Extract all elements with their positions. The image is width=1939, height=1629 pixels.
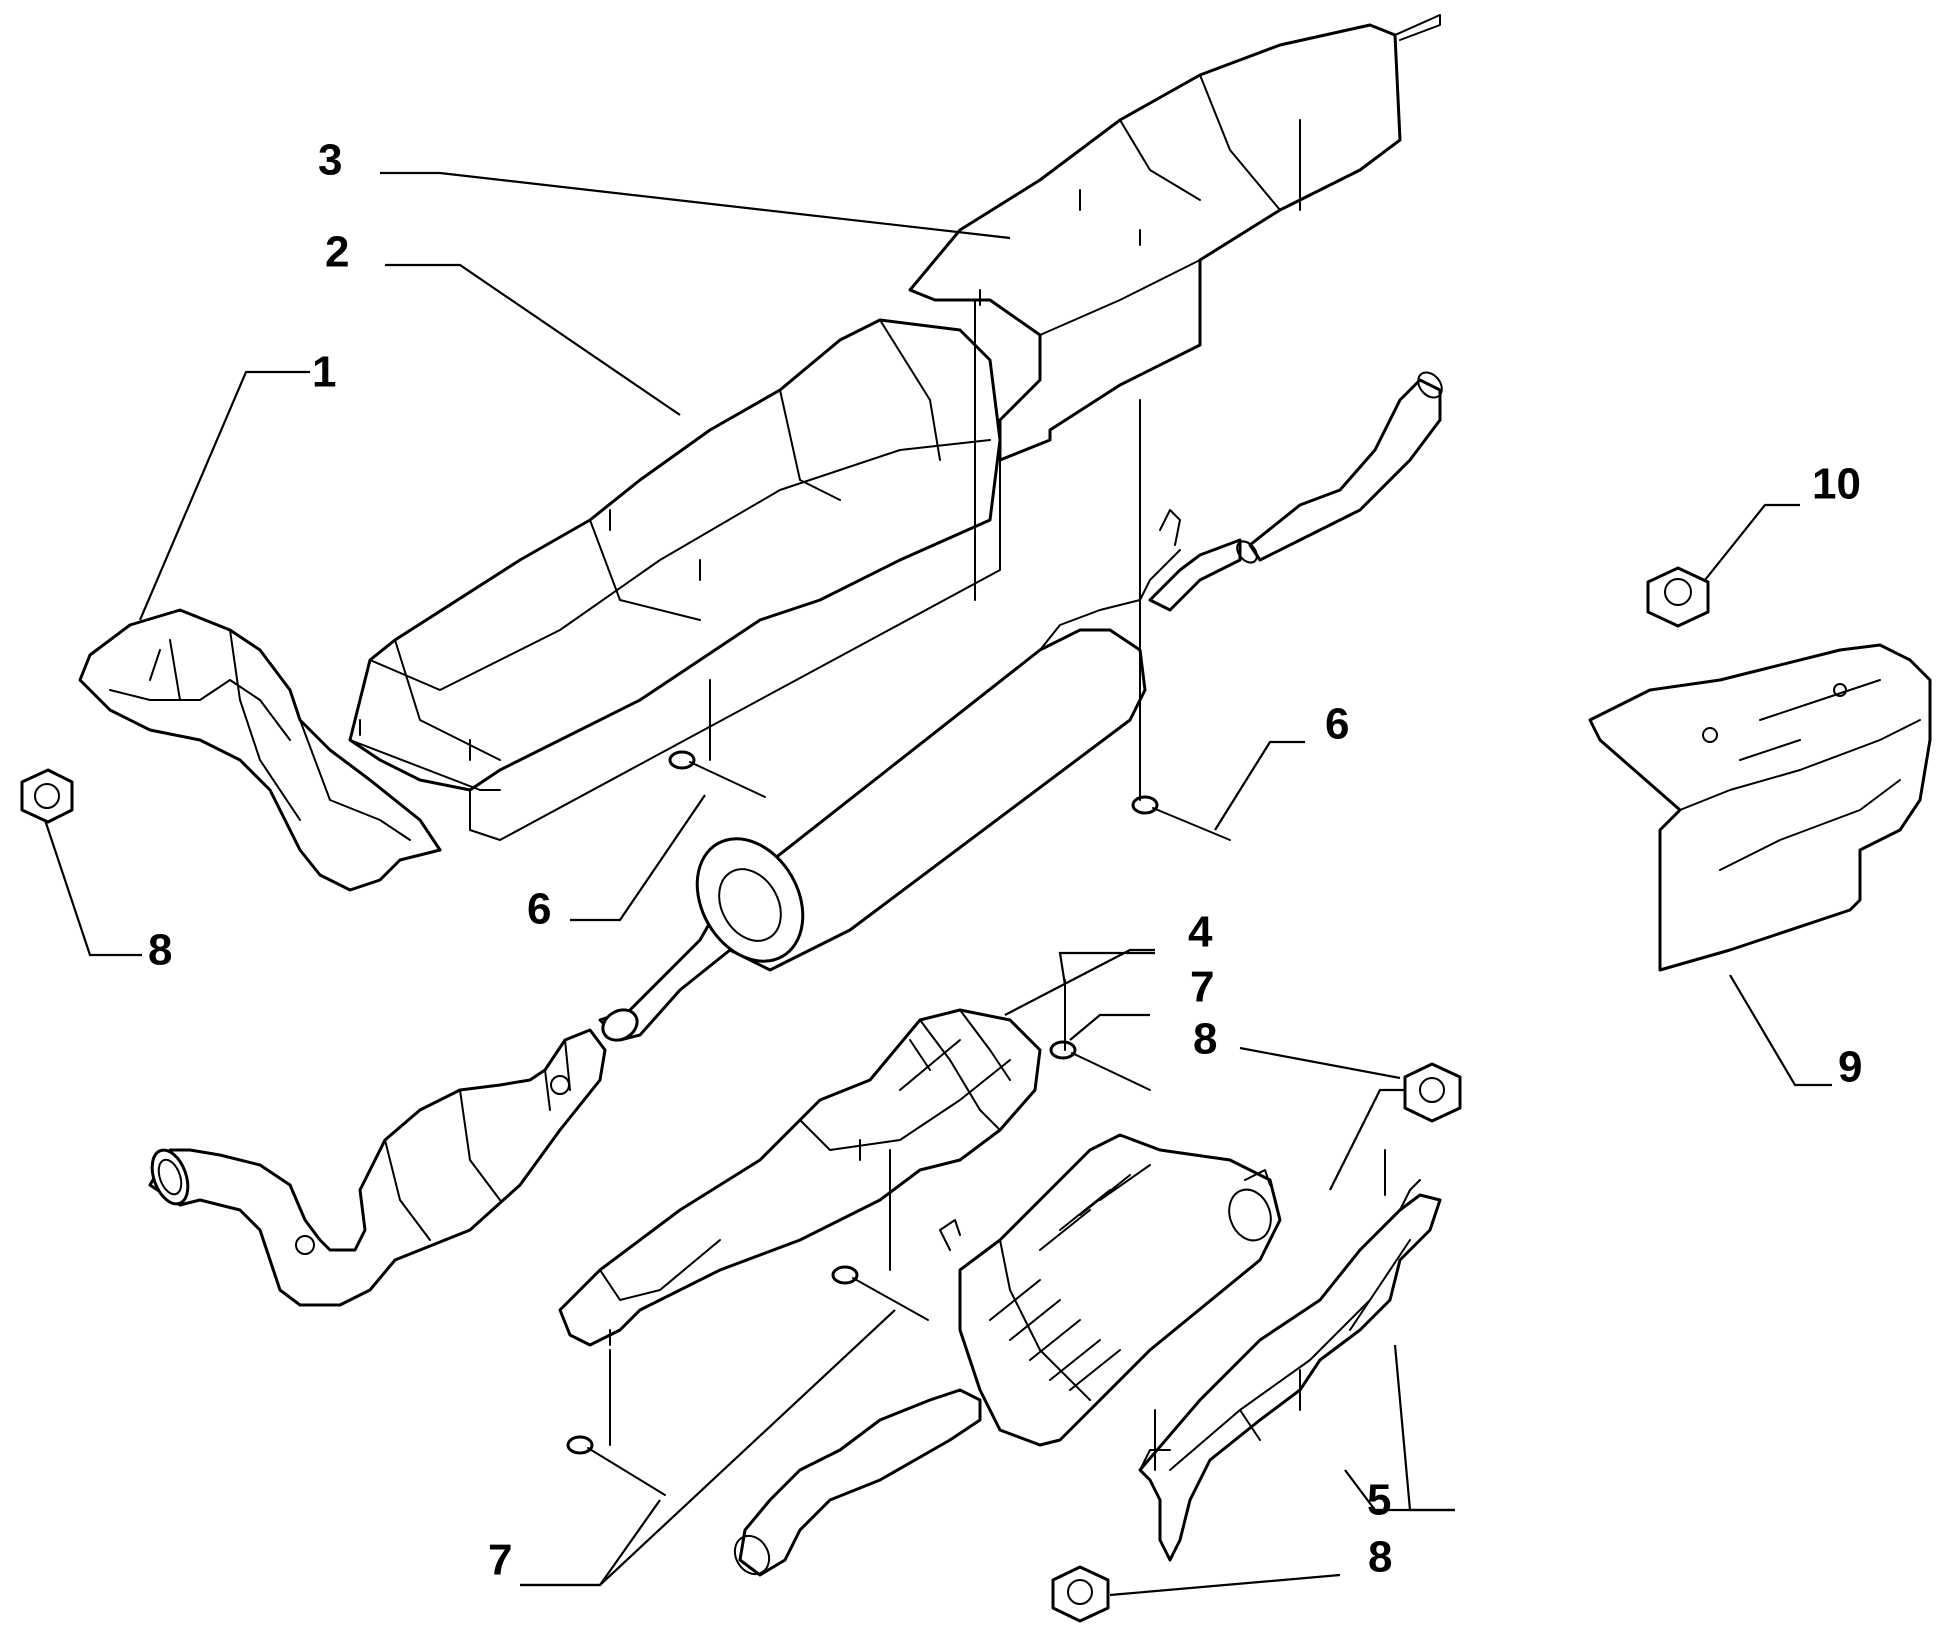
hex-nut-icon: [1403, 1062, 1462, 1123]
callout-6-right: 6: [1325, 700, 1349, 749]
rear-silencer: [733, 1133, 1282, 1577]
center-silencer: [598, 371, 1443, 1042]
callout-7-upper: 7: [1190, 963, 1214, 1012]
callout-8-left: 8: [148, 926, 172, 975]
front-pipe-catalytic-converter: [148, 1028, 607, 1307]
callout-8-middle: 8: [1193, 1015, 1217, 1064]
rivet-icon: [668, 750, 766, 798]
callout-3: 3: [318, 136, 342, 185]
heat-shield-rear-lower: [1138, 1179, 1442, 1562]
alignment-lines: [609, 299, 1386, 1471]
callout-5: 5: [1367, 1476, 1391, 1525]
callout-1: 1: [312, 348, 336, 397]
leader-lines: [43, 171, 1832, 1597]
heat-shield-side: [1588, 643, 1932, 972]
callout-7-lower: 7: [488, 1536, 512, 1585]
callout-9: 9: [1838, 1043, 1862, 1092]
callout-6-left: 6: [527, 885, 551, 934]
rivet-icon: [1049, 1040, 1151, 1091]
callout-10: 10: [1812, 460, 1861, 509]
rivet-icon: [831, 1265, 929, 1321]
callout-2: 2: [325, 228, 349, 277]
heat-shield-front: [78, 608, 442, 892]
callout-4: 4: [1188, 908, 1213, 957]
rivet-icon: [1131, 795, 1231, 841]
hex-nut-icon: [1646, 566, 1710, 628]
hex-nut-icon: [20, 768, 74, 824]
heat-shield-center-lower: [558, 1008, 1042, 1347]
heat-shield-central: [348, 318, 1002, 841]
heat-shield-rear: [908, 14, 1441, 462]
rivet-icon: [566, 1435, 666, 1496]
callout-8-bottom: 8: [1368, 1533, 1392, 1582]
hex-nut-icon: [1051, 1565, 1110, 1623]
